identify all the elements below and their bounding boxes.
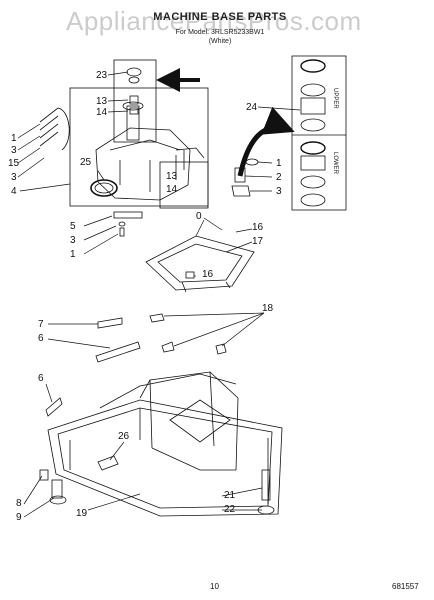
support-frame bbox=[145, 235, 255, 291]
callout-19: 19 bbox=[76, 508, 88, 519]
base-frame bbox=[47, 399, 283, 517]
page-number: 10 bbox=[210, 582, 219, 591]
callout-13-lower: 13 bbox=[166, 171, 178, 182]
callout-23: 23 bbox=[96, 70, 108, 81]
label-lower: LOWER bbox=[332, 152, 338, 175]
callout-17: 17 bbox=[252, 236, 264, 247]
diagram-subtitle: For Model: 3RLSR5233BW1 (White) bbox=[150, 28, 290, 46]
callout-3-left-2: 3 bbox=[11, 172, 17, 183]
callout-14-upper: 14 bbox=[96, 107, 108, 118]
spring bbox=[39, 107, 59, 147]
callout-25: 25 bbox=[80, 157, 92, 168]
inset-box bbox=[113, 59, 157, 143]
foot-left bbox=[49, 495, 67, 505]
callout-15: 15 bbox=[8, 158, 20, 169]
diagram-title: MACHINE BASE PARTS bbox=[153, 11, 287, 23]
document-code: 681557 bbox=[392, 582, 419, 591]
transmission-body bbox=[95, 127, 191, 201]
callout-1-mid: 1 bbox=[70, 249, 76, 260]
callout-22: 22 bbox=[224, 504, 236, 515]
callout-4: 4 bbox=[11, 186, 17, 197]
curved-arrow bbox=[237, 106, 295, 177]
callout-3-mid: 3 bbox=[70, 235, 76, 246]
callout-6-lower: 6 bbox=[38, 373, 44, 384]
callout-5: 5 bbox=[70, 221, 76, 232]
callout-3-right: 3 bbox=[276, 186, 282, 197]
color-line: (White) bbox=[208, 38, 232, 45]
callout-26: 26 bbox=[118, 431, 130, 442]
model-line: For Model: 3RLSR5233BW1 bbox=[175, 29, 265, 36]
callout-0: 0 bbox=[196, 211, 202, 222]
callout-1-right: 1 bbox=[276, 158, 282, 169]
callout-7: 7 bbox=[38, 319, 44, 330]
callout-1-left: 1 bbox=[11, 133, 17, 144]
callout-13-upper: 13 bbox=[96, 96, 108, 107]
callout-9: 9 bbox=[16, 512, 22, 523]
transmission-box bbox=[69, 87, 209, 207]
callout-16-lower: 16 bbox=[202, 269, 214, 280]
callout-21: 21 bbox=[224, 490, 236, 501]
callout-24: 24 bbox=[246, 102, 258, 113]
bracket-7 bbox=[97, 317, 123, 329]
callout-6-upper: 6 bbox=[38, 333, 44, 344]
label-upper: UPPER bbox=[332, 88, 338, 109]
callout-2: 2 bbox=[276, 172, 282, 183]
callout-14-lower: 14 bbox=[166, 184, 178, 195]
callout-18: 18 bbox=[262, 303, 274, 314]
bracket-6a bbox=[95, 341, 141, 363]
callout-8: 8 bbox=[16, 498, 22, 509]
callout-3-left: 3 bbox=[11, 145, 17, 156]
callout-16-upper: 16 bbox=[252, 222, 264, 233]
clip-26 bbox=[97, 455, 119, 471]
